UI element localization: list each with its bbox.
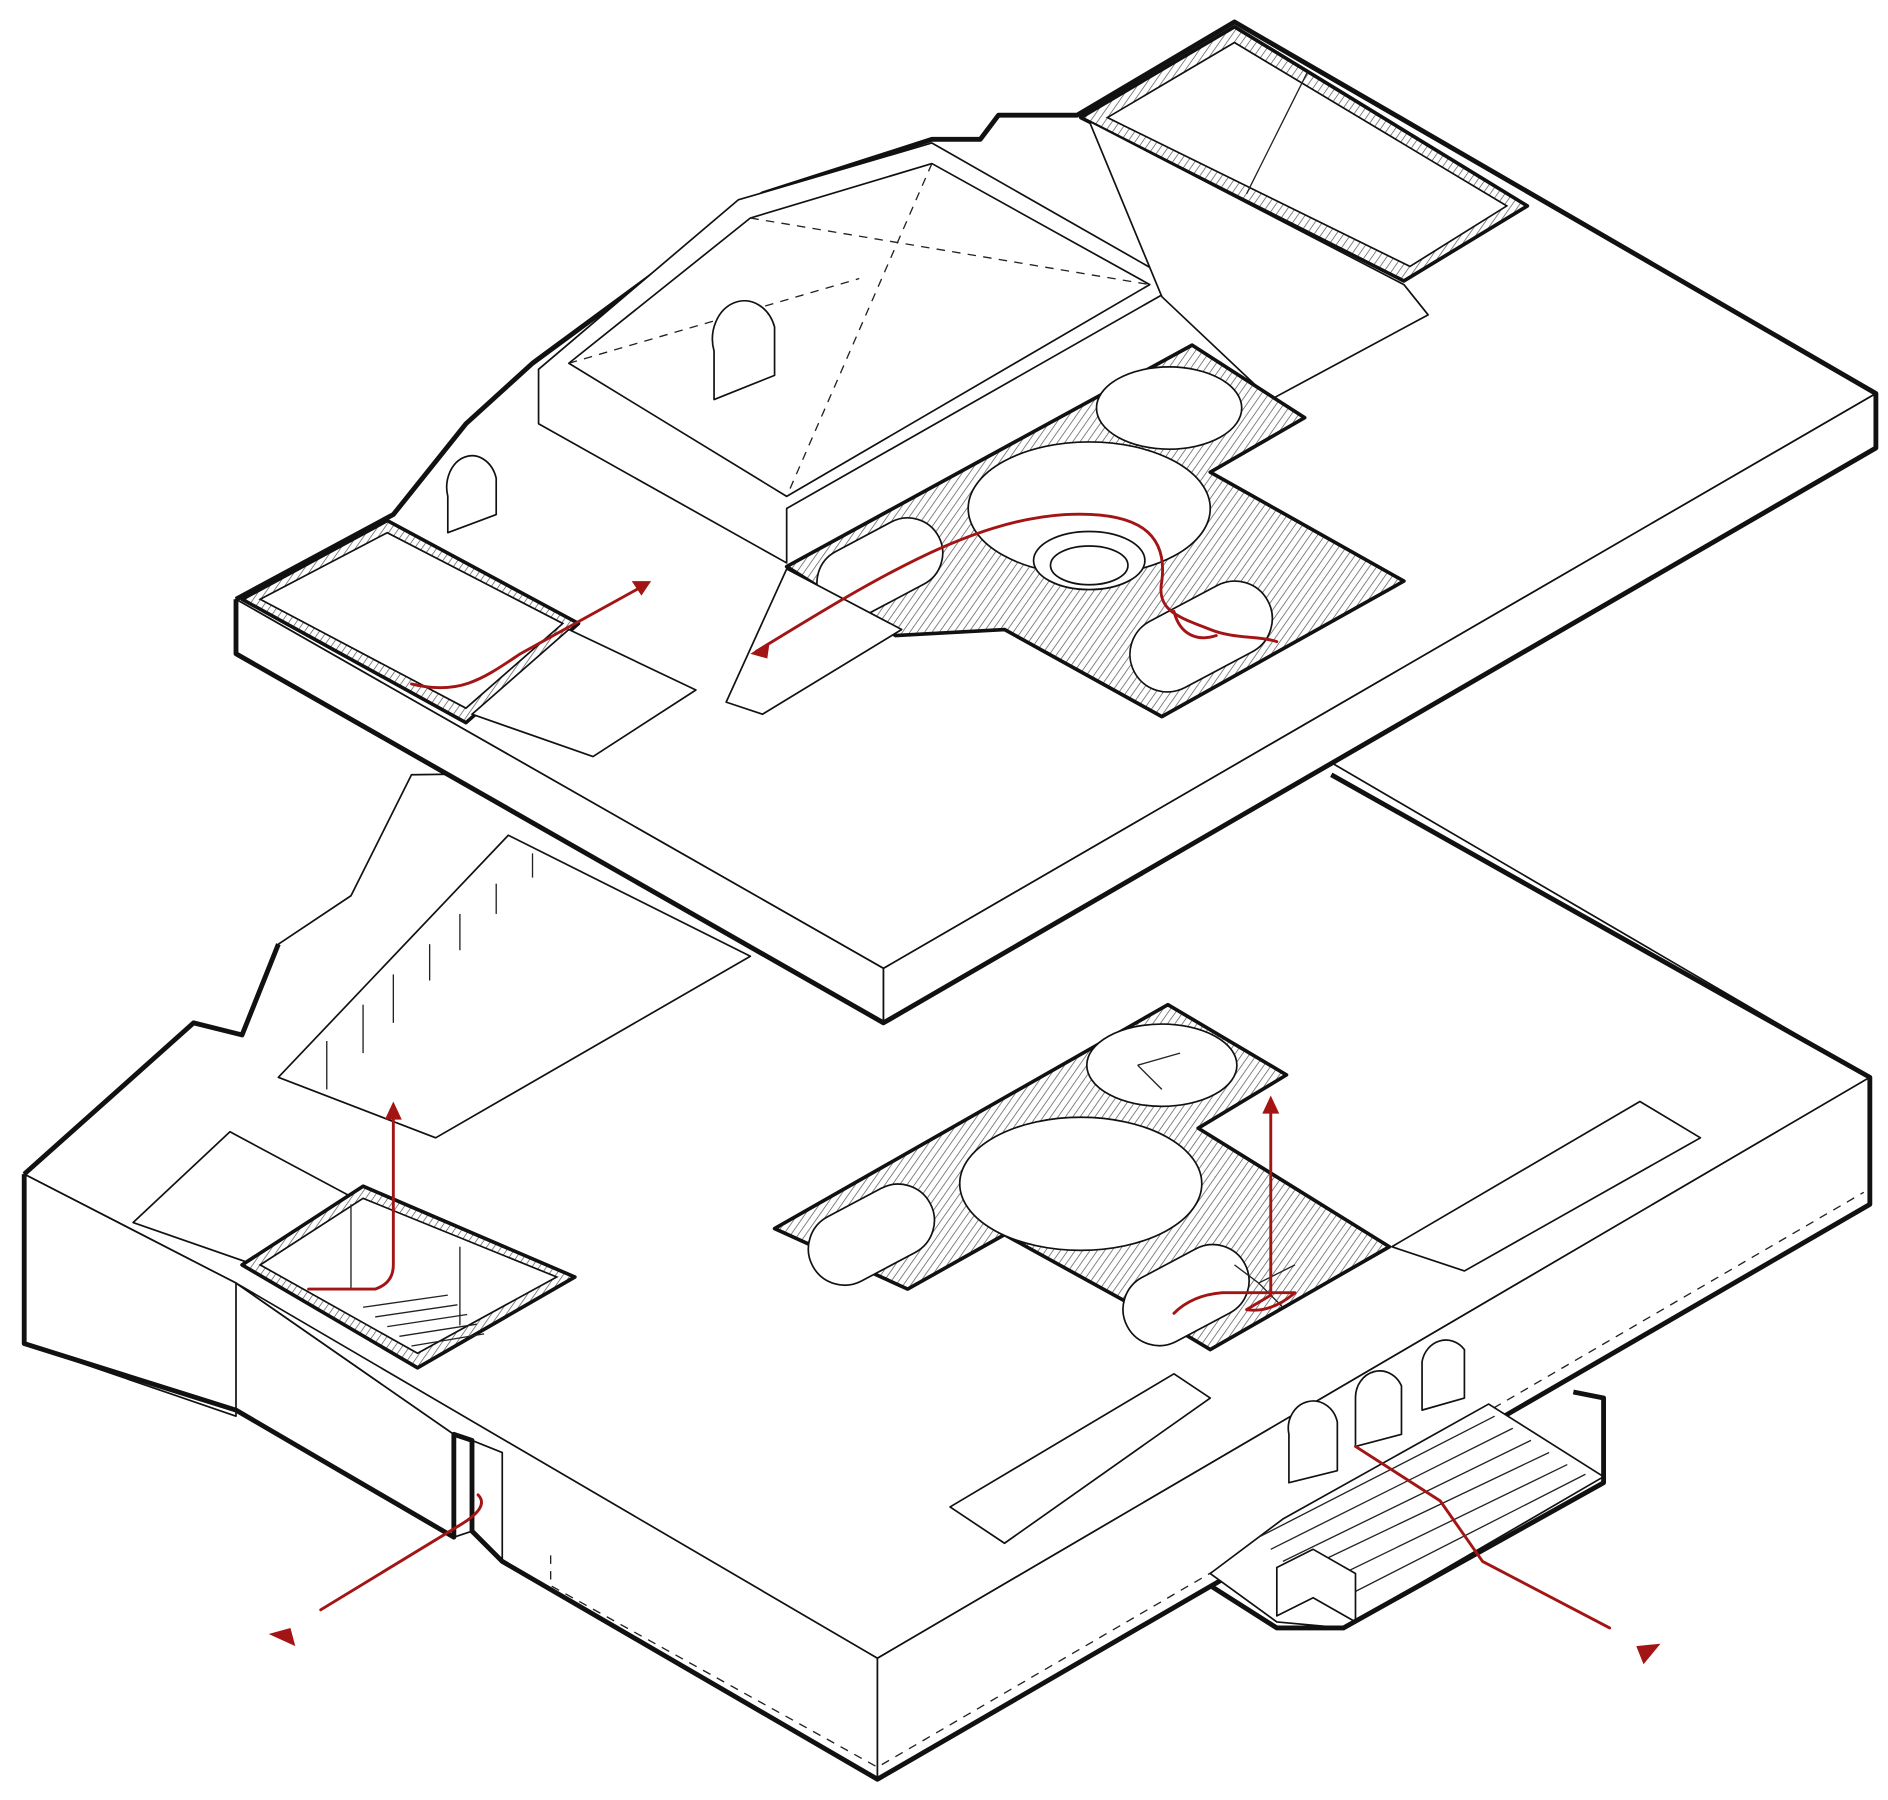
exit-path-left — [319, 1493, 483, 1612]
hall-roof-inner — [567, 162, 1151, 498]
left-room — [258, 531, 565, 710]
rounded-room-opening — [807, 1183, 936, 1286]
ramp-wedge — [725, 568, 903, 716]
entrance-arcade — [1287, 1339, 1466, 1484]
lower-path-left — [307, 1106, 395, 1291]
roof-diagonals — [568, 163, 1150, 497]
upper-path-stair — [1172, 609, 1218, 640]
lower-path-right — [1172, 1100, 1297, 1315]
arrowhead — [384, 1101, 402, 1120]
arched-window — [711, 299, 776, 401]
exit-arrow-left — [268, 1627, 296, 1647]
upper-path-left — [410, 582, 649, 690]
upper-floor-slab — [233, 19, 1879, 1026]
lower-floor-slab — [21, 761, 1873, 1782]
top-right-rooms — [1105, 41, 1509, 268]
stair-steps — [1258, 1415, 1586, 1605]
lower-slab-outline — [22, 943, 281, 1176]
stair-outline — [1208, 1389, 1607, 1631]
front-trench — [949, 1372, 1212, 1545]
upper-slab-outline — [233, 19, 1879, 1026]
entry-path-right — [1354, 1444, 1612, 1630]
rounded-stair-room — [1122, 1243, 1250, 1347]
upper-path-main — [754, 512, 1279, 653]
arched-window-left — [445, 454, 498, 534]
stair-treads — [350, 1204, 485, 1347]
stair-room — [258, 1197, 559, 1355]
left-corridor — [471, 628, 697, 758]
circulation-paths — [268, 512, 1661, 1665]
right-courtyard — [1390, 1100, 1702, 1272]
circular-stair-opening — [1085, 1023, 1238, 1108]
room-divider — [1245, 72, 1308, 195]
arrowhead — [1262, 1095, 1280, 1114]
east-corridor — [1088, 120, 1429, 401]
arrowhead — [631, 581, 652, 596]
sunken-ring-inner — [1049, 545, 1129, 586]
circular-court-opening — [958, 1116, 1203, 1252]
arrowhead — [750, 641, 770, 659]
colonnade-columns — [326, 853, 534, 1090]
lower-slab-bottom-outline — [21, 772, 1873, 1782]
colonnade-court — [277, 834, 752, 1139]
upper-oval-opening — [1095, 366, 1243, 451]
entry-arrow-right — [1636, 1643, 1661, 1665]
